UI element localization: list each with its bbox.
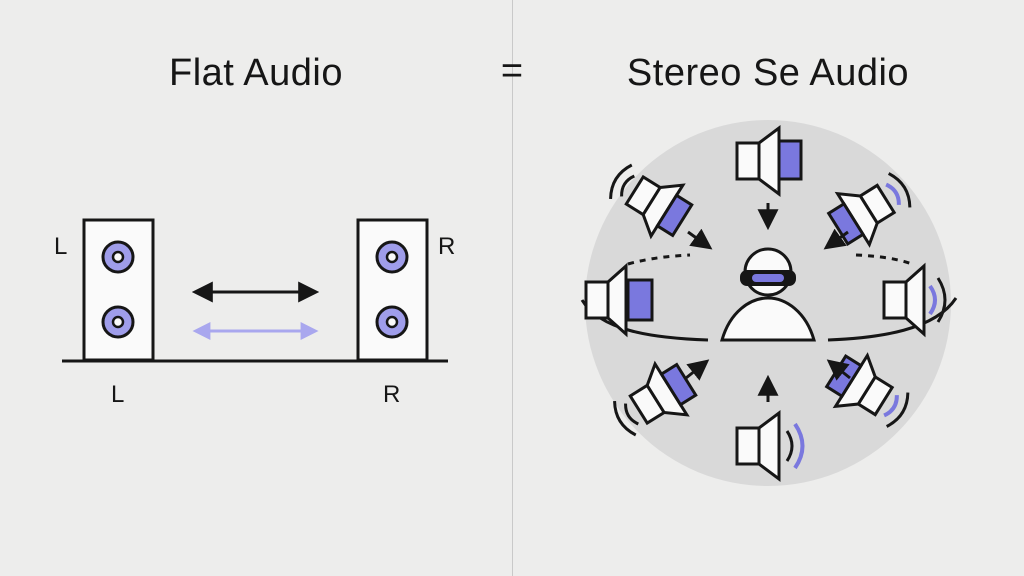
- left-speaker-top-label: L: [54, 233, 68, 260]
- arrow-top-left-icon: [687, 228, 713, 250]
- left-stereo-speaker: [82, 218, 155, 362]
- speaker-bottom-left-icon: [613, 360, 698, 437]
- listener-icon: [720, 247, 816, 342]
- right-stereo-speaker: [356, 218, 429, 362]
- speaker-top-right-icon: [826, 172, 912, 248]
- left-speaker-bottom-driver-icon: [101, 305, 135, 339]
- arrow-bottom-right-icon: [826, 359, 851, 381]
- arrow-top-right-icon: [823, 228, 849, 250]
- panel-divider: [512, 0, 513, 576]
- equals-sign: =: [500, 50, 524, 92]
- stereo-audio-title: Stereo Se Audio: [626, 52, 910, 94]
- orbit-arc-right: [827, 297, 958, 342]
- right-speaker-bottom-label: R: [383, 381, 401, 408]
- left-speaker-top-driver-icon: [101, 240, 135, 274]
- speaker-left-icon: [584, 262, 654, 338]
- speaker-top-left-icon: [609, 163, 694, 240]
- orbit-dash-left: [627, 253, 691, 266]
- speaker-right-icon: [882, 262, 947, 338]
- arrow-bottom-left-icon: [685, 359, 710, 381]
- flat-audio-title: Flat Audio: [169, 52, 343, 94]
- left-speaker-bottom-label: L: [111, 381, 125, 408]
- speaker-bottom-icon: [735, 410, 805, 482]
- right-speaker-top-driver-icon: [375, 240, 409, 274]
- right-speaker-top-label: R: [438, 233, 456, 260]
- vr-headset-icon: [740, 270, 796, 286]
- speaker-top-icon: [735, 125, 803, 197]
- right-speaker-bottom-driver-icon: [375, 305, 409, 339]
- orbit-dash-right: [855, 253, 913, 266]
